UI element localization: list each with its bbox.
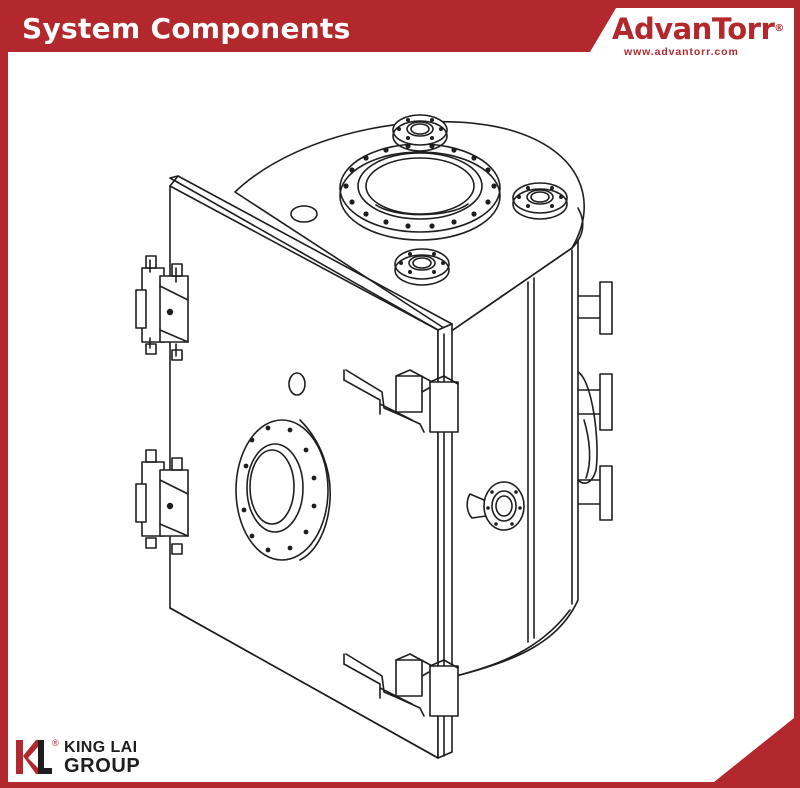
brand-name: AdvanTorr® [612,12,784,46]
advantorr-logo: AdvanTorr® www.advantorr.com [612,14,792,58]
page-title: System Components [22,12,351,45]
door-latches [343,369,459,717]
door-hinges [135,255,189,555]
kl-registered-mark: ® [52,738,59,748]
side-ports [466,281,613,531]
brand-registered-mark: ® [774,23,784,34]
kl-name-line1: KING LAI [64,739,138,756]
top-small-flanges [392,114,568,286]
king-lai-group-logo: ® KING LAI GROUP [14,738,164,778]
door-viewport [235,419,331,561]
brand-url: www.advantorr.com [624,46,739,58]
kl-monogram-icon [16,740,52,774]
kl-name-line2: GROUP [64,755,141,777]
